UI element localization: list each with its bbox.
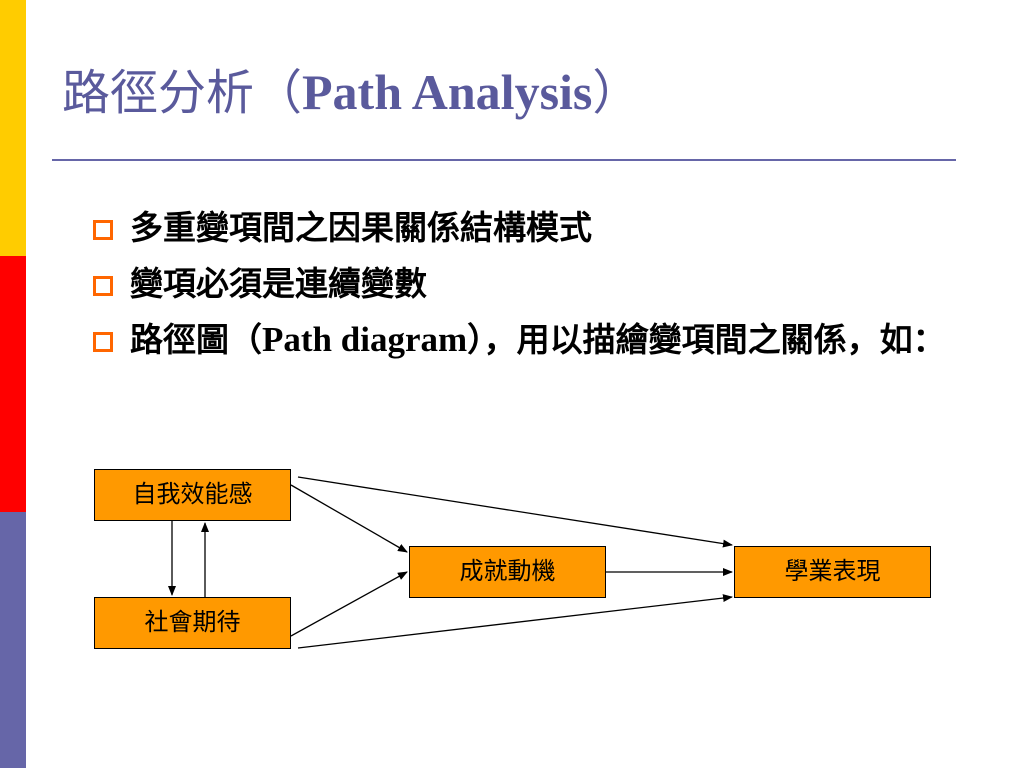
- bullet-item: 變項必須是連續變數: [88, 256, 948, 312]
- bullet-suffix: ），用以描繪變項間之關係，如：: [467, 320, 946, 359]
- bullet-latin: Path diagram: [262, 320, 468, 359]
- node-achievement-motivation: 成就動機: [409, 546, 606, 598]
- node-social-expectation: 社會期待: [94, 597, 291, 649]
- accent-bar-yellow: [0, 0, 26, 256]
- title-latin: Path Analysis: [302, 64, 593, 120]
- bullet-text: 多重變項間之因果關係結構模式: [130, 208, 592, 247]
- arrow-social-to-motivation: [290, 571, 408, 637]
- arrow-social-to-performance: [297, 594, 733, 649]
- node-academic-performance: 學業表現: [734, 546, 931, 598]
- arrow-self-to-motivation: [290, 484, 408, 553]
- bullet-item: 多重變項間之因果關係結構模式: [88, 200, 948, 256]
- bullet-prefix: 路徑圖（: [130, 320, 262, 359]
- square-bullet-icon: [93, 276, 113, 296]
- bullet-item: 路徑圖（Path diagram），用以描繪變項間之關係，如：: [88, 312, 948, 368]
- title-divider: [52, 159, 956, 161]
- title-chinese: 路徑分析（: [62, 65, 303, 121]
- square-bullet-icon: [93, 220, 113, 240]
- arrow-self-to-performance: [297, 476, 733, 548]
- bullet-text: 變項必須是連續變數: [130, 264, 427, 303]
- bullet-list: 多重變項間之因果關係結構模式 變項必須是連續變數 路徑圖（Path diagra…: [88, 200, 948, 368]
- node-self-efficacy: 自我效能感: [94, 469, 291, 521]
- accent-bar-red: [0, 256, 26, 512]
- square-bullet-icon: [93, 332, 113, 352]
- title-close-paren: ）: [592, 65, 641, 121]
- accent-bar-blue: [0, 512, 26, 768]
- slide-title: 路徑分析（Path Analysis）: [62, 52, 640, 132]
